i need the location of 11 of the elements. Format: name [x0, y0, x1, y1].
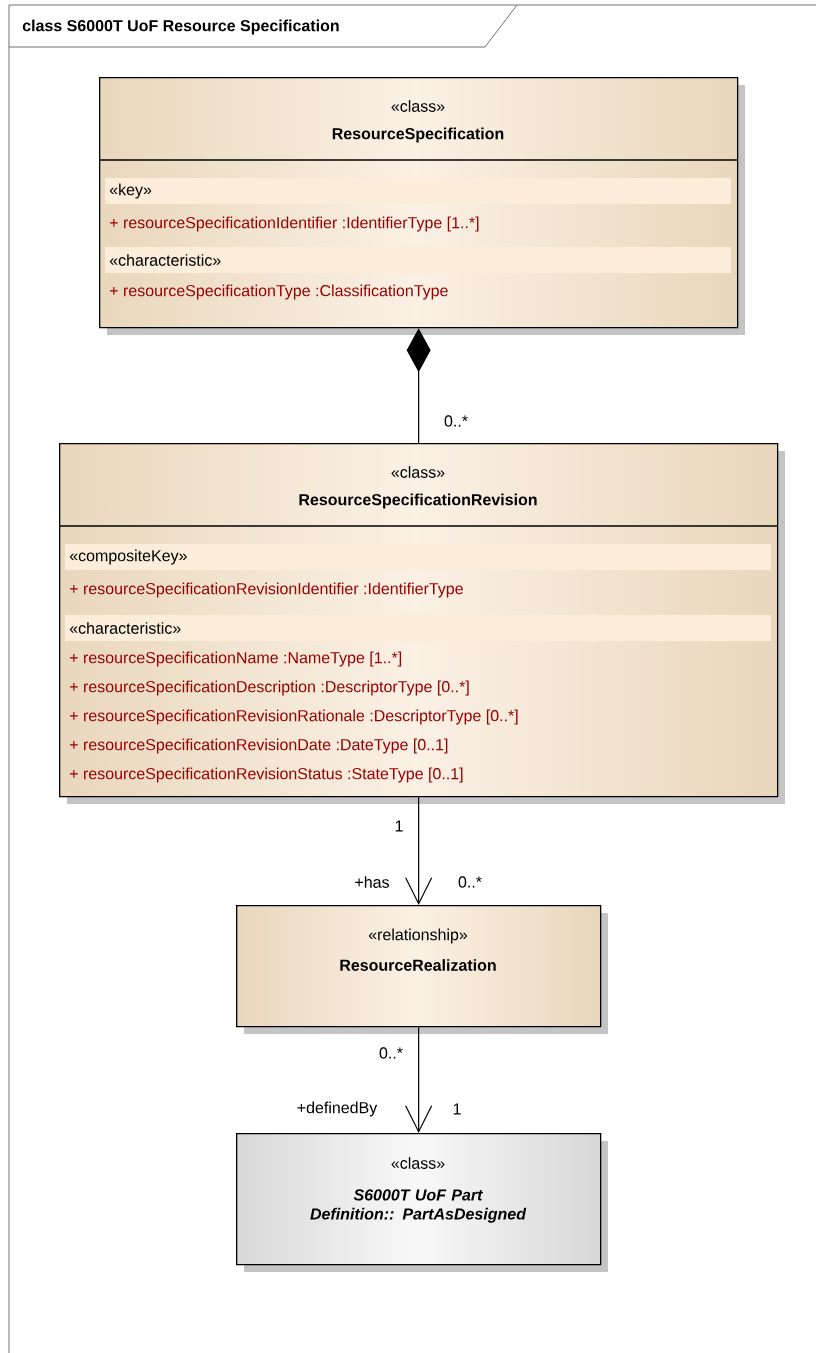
role-label: +has: [355, 876, 389, 888]
multiplicity-label: 1: [395, 820, 403, 832]
multiplicity-label: 1: [453, 1103, 461, 1115]
composition-line: [406, 328, 431, 444]
role-label: +definedBy: [297, 1101, 378, 1117]
arrow: [405, 1026, 433, 1133]
multiplicity-label: 0..*: [444, 415, 468, 427]
diagram-title: class S6000T UoF Resource Specification: [22, 19, 339, 35]
multiplicity-label: 0..*: [458, 876, 482, 888]
multiplicity-label: 0..*: [379, 1047, 403, 1059]
arrow: [405, 796, 433, 905]
